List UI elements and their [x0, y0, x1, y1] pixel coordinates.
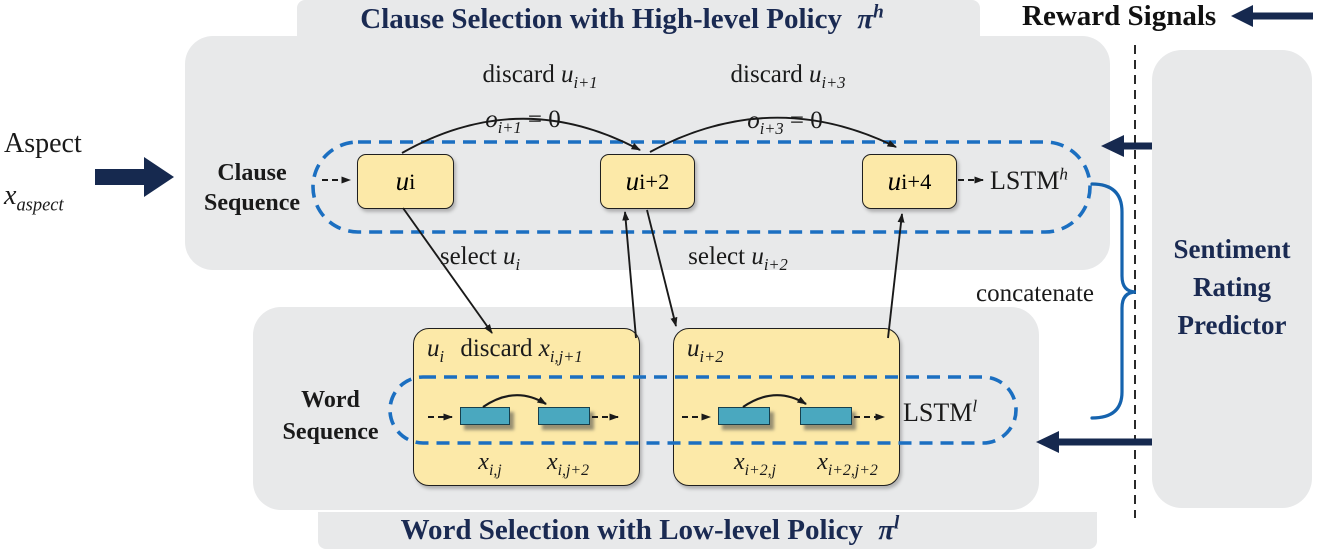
clause-title-text: Clause Selection with High-level Policy: [360, 3, 842, 35]
clause-section-title: Clause Selection with High-level Policy …: [272, 1, 972, 36]
select2-action: select: [688, 243, 746, 270]
word-box2-in-label: xi+2,j: [710, 449, 800, 479]
select1-sub: i: [515, 255, 521, 274]
word-cell-1a: [460, 407, 510, 425]
lstm-low-label: LSTMl: [903, 396, 978, 428]
word-seq-line2: Sequence: [282, 419, 379, 445]
word-box2-out-sub: i+2,j+2: [827, 461, 878, 479]
word-cell-2a: [718, 407, 770, 425]
word-box1-discard-sub: i,j+1: [549, 347, 583, 366]
word-box1-out-sub: i,j+2: [557, 461, 589, 479]
aspect-variable: xaspect: [4, 180, 64, 215]
pi-symbol-low: π: [878, 514, 895, 546]
clause-seq-line2: Sequence: [204, 190, 300, 216]
word-box1-sub: i: [439, 347, 445, 366]
word-box2-out-var: x: [817, 449, 828, 475]
word-title-band: [318, 512, 1097, 549]
clause-node-ui4-sub: i+4: [901, 168, 932, 194]
word-box1-in-sub: i,j: [488, 461, 502, 479]
select2-sub: i+2: [763, 255, 788, 274]
clause-node-ui2-var: u: [625, 166, 640, 196]
predictor-line2: Rating: [1192, 272, 1271, 302]
option1-sub: i+1: [497, 118, 522, 137]
discard-label-1: discard ui+1: [450, 61, 630, 92]
word-box1-out-var: x: [546, 449, 558, 475]
word-title-text: Word Selection with Low-level Policy: [400, 514, 863, 546]
discard2-action: discard: [730, 61, 803, 88]
option-label-2: oi+3 = 0: [705, 107, 865, 138]
option1-eq: = 0: [527, 106, 561, 133]
lstm-high-base: LSTM: [990, 166, 1060, 195]
clause-panel: [185, 36, 1110, 270]
reward-to-word-arrow-icon: [1036, 431, 1152, 453]
clause-node-ui2-sub: i+2: [639, 168, 670, 194]
sentiment-predictor-panel: [1152, 50, 1312, 508]
select-label-2: select ui+2: [673, 243, 803, 274]
discard-label-2: discard ui+3: [698, 61, 878, 92]
select2-var: u: [751, 243, 764, 270]
clause-node-ui4-var: u: [887, 166, 902, 196]
pi-superscript-high: h: [873, 1, 884, 23]
word-cell-2b: [800, 407, 852, 425]
clause-title-band: [297, 0, 980, 40]
word-box1-header: ui discard xi,j+1: [427, 335, 583, 366]
word-box1-in-var: x: [478, 449, 489, 475]
word-section-title: Word Selection with Low-level Policy πl: [300, 512, 1000, 547]
aspect-label: Aspect: [4, 128, 82, 159]
option2-eq: = 0: [789, 107, 823, 134]
select-label-1: select ui: [420, 243, 540, 274]
option1-var: o: [485, 106, 498, 133]
option-label-1: oi+1 = 0: [443, 106, 603, 137]
lstm-low-base: LSTM: [903, 398, 973, 427]
clause-seq-line1: Clause: [217, 160, 287, 186]
word-box2-in-var: x: [733, 449, 745, 475]
word-box2-sub: i+2: [699, 347, 724, 366]
predictor-line1: Sentiment: [1173, 234, 1291, 264]
word-box1-out-label: xi,j+2: [528, 449, 608, 479]
word-box1-in-label: xi,j: [455, 449, 525, 479]
lstm-high-label: LSTMh: [990, 164, 1068, 196]
clause-sequence-label: Clause Sequence: [183, 158, 321, 218]
concatenate-label: concatenate: [976, 280, 1094, 307]
discard1-sub: i+1: [573, 73, 598, 92]
word-box2-out-label: xi+2,j+2: [795, 449, 900, 479]
word-box1-var: u: [427, 335, 440, 362]
lstm-high-sup: h: [1059, 164, 1068, 184]
pi-symbol-high: π: [857, 3, 874, 35]
word-box2-var: u: [687, 335, 700, 362]
pi-superscript-low: l: [894, 512, 900, 534]
sentiment-predictor-label: Sentiment Rating Predictor: [1152, 230, 1312, 344]
word-cell-1b: [538, 407, 590, 425]
option2-var: o: [747, 107, 760, 134]
discard1-action: discard: [482, 61, 555, 88]
aspect-var-x: x: [4, 180, 17, 211]
word-box1-discard-var: x: [538, 335, 550, 362]
discard2-sub: i+3: [821, 73, 846, 92]
aspect-var-sub: aspect: [16, 194, 64, 215]
clause-node-ui-var: u: [395, 166, 410, 196]
reward-arrow-icon: [1231, 5, 1313, 27]
word-seq-line1: Word: [301, 387, 360, 413]
select1-action: select: [439, 243, 497, 270]
clause-node-ui-sub: i: [409, 168, 416, 194]
discard2-var: u: [808, 61, 822, 88]
aspect-arrow-icon: [95, 157, 174, 197]
reward-signals-label: Reward Signals: [1022, 0, 1217, 32]
discard1-var: u: [560, 61, 574, 88]
select1-var: u: [503, 243, 516, 270]
predictor-line3: Predictor: [1177, 310, 1287, 340]
word-box1-discard-action: discard: [460, 335, 533, 362]
word-box2-in-sub: i+2,j: [744, 461, 776, 479]
lstm-low-sup: l: [972, 396, 978, 416]
option2-sub: i+3: [759, 119, 784, 138]
word-box2-header: ui+2: [687, 335, 724, 366]
word-sequence-label: Word Sequence: [263, 384, 398, 448]
